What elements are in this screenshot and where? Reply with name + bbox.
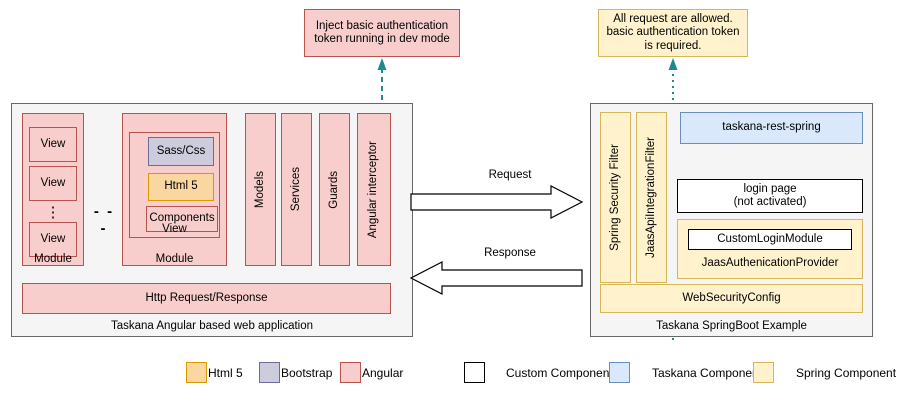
legend-label-taskana-component: Taskana Component (652, 365, 763, 380)
jaas-authentication-provider-label: JaasAuthenicationProvider (701, 257, 839, 270)
module-a-view-2[interactable]: View (29, 166, 77, 201)
left-panel-caption: Taskana Angular based web application (110, 320, 314, 333)
right-panel-caption: Taskana SpringBoot Example (656, 320, 807, 333)
column-angular-interceptor[interactable]: Angular interceptor (357, 113, 391, 266)
legend-swatch-taskana-icon (609, 362, 630, 383)
column-guards[interactable]: Guards (319, 113, 350, 266)
request-arrow-label: Request (488, 169, 532, 182)
request-arrow (410, 185, 584, 219)
module-a-view-1[interactable]: View (29, 127, 77, 162)
filter-jaas-api-integration-label: JaasApiIntegrationFilter (644, 137, 657, 258)
column-models[interactable]: Models (245, 113, 276, 266)
callout-spring-security: All request are allowed. basic authentic… (598, 9, 748, 57)
column-guards-label: Guards (327, 170, 340, 209)
legend-label-custom-component: Custom Component (506, 365, 613, 380)
custom-login-module-box[interactable]: CustomLoginModule (688, 229, 852, 250)
legend-label-spring-component: Spring Component (796, 365, 897, 380)
filter-spring-security-label: Spring Security Filter (608, 144, 621, 251)
filter-spring-security[interactable]: Spring Security Filter (600, 112, 631, 283)
module-a-label: Module (34, 253, 72, 266)
connector-spring-arrowhead (668, 58, 678, 70)
response-arrow (409, 261, 583, 295)
legend-swatch-spring-icon (753, 362, 774, 383)
module-b-sass-css-box[interactable]: Sass/Css (148, 137, 214, 166)
connector-angular-arrowhead (377, 58, 387, 70)
modules-ellipsis: - - - (93, 202, 115, 237)
legend-swatch-bootstrap-icon (259, 362, 280, 383)
login-page-line-2: (not activated) (733, 196, 807, 208)
legend-item-custom-component: Custom Component (464, 362, 613, 383)
legend-item-html5: Html 5 (186, 362, 243, 383)
column-angular-interceptor-label: Angular interceptor (367, 140, 380, 239)
legend-item-angular: Angular (340, 362, 403, 383)
login-page-box[interactable]: login page (not activated) (677, 179, 863, 213)
callout-angular-interceptor: Inject basic authentication token runnin… (304, 9, 460, 57)
http-request-response-bar[interactable]: Http Request/Response (22, 283, 391, 314)
legend-swatch-html5-icon (186, 362, 207, 383)
module-a-vertical-ellipsis: ⋮ (45, 203, 61, 221)
taskana-rest-spring-box[interactable]: taskana-rest-spring (680, 112, 863, 144)
legend-swatch-custom-icon (464, 362, 485, 383)
column-services[interactable]: Services (281, 113, 312, 266)
legend-swatch-angular-icon (340, 362, 361, 383)
login-page-line-1: login page (743, 182, 797, 195)
module-b-label: Module (155, 253, 194, 266)
response-arrow-label: Response (484, 247, 536, 260)
module-b-view-label: View (162, 223, 187, 236)
legend-item-spring-component: Spring Component (753, 362, 896, 383)
module-b-html5-box[interactable]: Html 5 (148, 173, 214, 201)
column-models-label: Models (253, 170, 266, 209)
web-security-config-box[interactable]: WebSecurityConfig (600, 284, 863, 313)
filter-jaas-api-integration[interactable]: JaasApiIntegrationFilter (636, 112, 667, 283)
column-services-label: Services (289, 167, 302, 212)
legend-label-html5: Html 5 (208, 365, 243, 380)
legend-item-taskana-component: Taskana Component (609, 362, 762, 383)
legend-label-angular: Angular (362, 365, 404, 380)
legend-item-bootstrap: Bootstrap (259, 362, 332, 383)
module-a-view-3[interactable]: View (29, 222, 77, 257)
module-b-components-box[interactable]: Components (146, 206, 218, 232)
legend-label-bootstrap: Bootstrap (281, 365, 333, 380)
